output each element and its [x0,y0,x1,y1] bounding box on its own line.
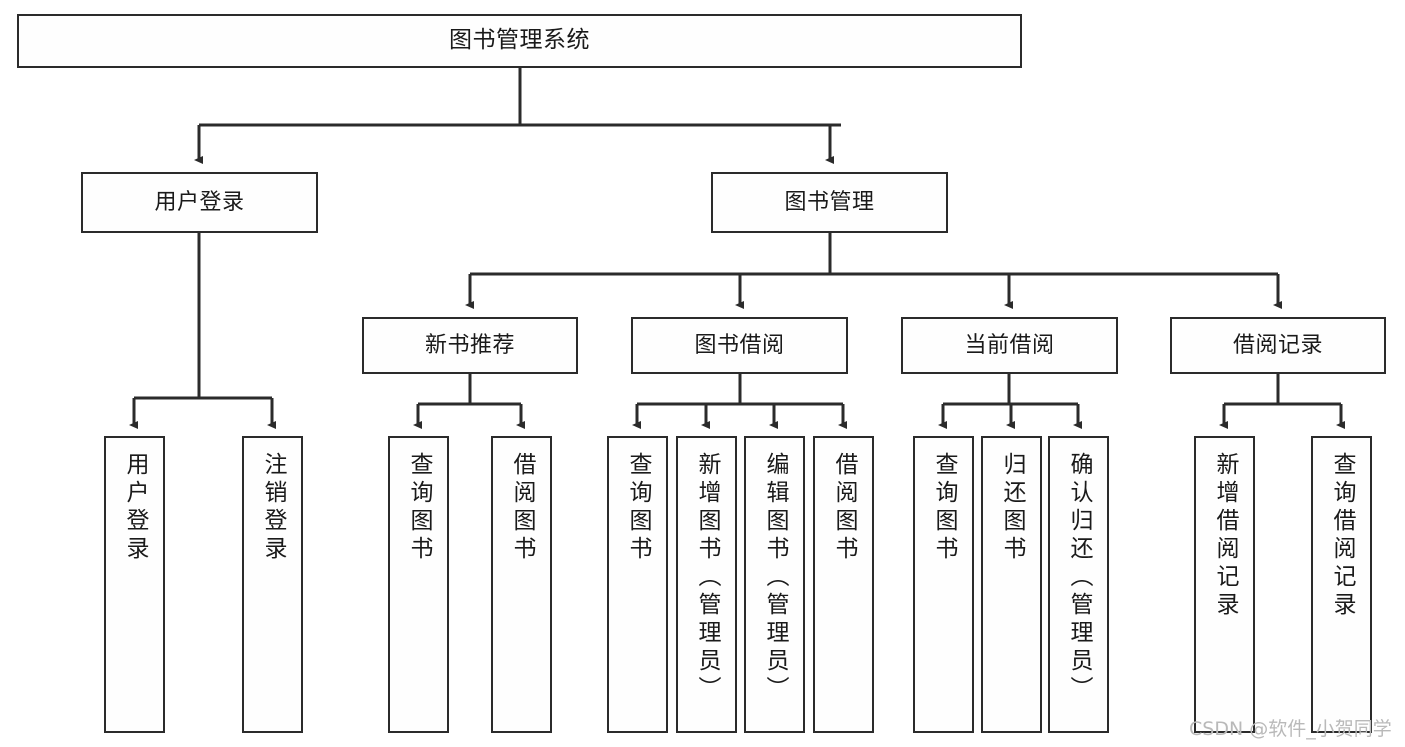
node-leaf-borrow-book-1-label: 借阅图书 [509,452,535,564]
node-current-borrow-label: 当前借阅 [964,332,1055,358]
node-leaf-query-book-3-label: 查询图书 [931,452,957,564]
node-leaf-edit-book[interactable]: 编辑图书（管理员） [744,436,805,733]
node-leaf-user-login[interactable]: 用户登录 [104,436,165,733]
node-book-borrow[interactable]: 图书借阅 [631,317,848,374]
node-leaf-query-record-label: 查询借阅记录 [1329,452,1355,620]
node-leaf-add-book-label: 新增图书（管理员） [694,452,720,704]
node-new-book-recommend-label: 新书推荐 [424,332,515,358]
node-leaf-query-book-1-label: 查询图书 [406,452,432,564]
node-user-login[interactable]: 用户登录 [81,172,318,233]
node-leaf-borrow-book-2[interactable]: 借阅图书 [813,436,874,733]
node-leaf-add-book[interactable]: 新增图书（管理员） [676,436,737,733]
node-current-borrow[interactable]: 当前借阅 [901,317,1118,374]
node-leaf-query-book-1[interactable]: 查询图书 [388,436,449,733]
node-leaf-add-record-label: 新增借阅记录 [1212,452,1238,620]
node-borrow-record-label: 借阅记录 [1232,332,1323,358]
node-leaf-query-book-2-label: 查询图书 [625,452,651,564]
node-leaf-confirm-return-label: 确认归还（管理员） [1066,452,1092,704]
node-leaf-borrow-book-2-label: 借阅图书 [831,452,857,564]
node-leaf-return-book-label: 归还图书 [999,452,1025,564]
node-leaf-query-book-2[interactable]: 查询图书 [607,436,668,733]
node-leaf-query-record[interactable]: 查询借阅记录 [1311,436,1372,733]
node-book-manage-label: 图书管理 [784,189,875,215]
node-leaf-edit-book-label: 编辑图书（管理员） [762,452,788,704]
node-leaf-logout-label: 注销登录 [260,452,286,564]
node-book-manage[interactable]: 图书管理 [711,172,948,233]
node-book-borrow-label: 图书借阅 [694,332,785,358]
node-borrow-record[interactable]: 借阅记录 [1170,317,1386,374]
node-leaf-query-book-3[interactable]: 查询图书 [913,436,974,733]
node-leaf-return-book[interactable]: 归还图书 [981,436,1042,733]
node-leaf-logout[interactable]: 注销登录 [242,436,303,733]
node-root[interactable]: 图书管理系统 [17,14,1022,68]
csdn-watermark: CSDN @软件_小贺同学 [1189,718,1392,740]
node-root-label: 图书管理系统 [449,27,590,54]
node-leaf-add-record[interactable]: 新增借阅记录 [1194,436,1255,733]
node-leaf-user-login-label: 用户登录 [122,452,148,564]
node-leaf-borrow-book-1[interactable]: 借阅图书 [491,436,552,733]
node-user-login-label: 用户登录 [154,189,245,215]
node-leaf-confirm-return[interactable]: 确认归还（管理员） [1048,436,1109,733]
node-new-book-recommend[interactable]: 新书推荐 [362,317,578,374]
